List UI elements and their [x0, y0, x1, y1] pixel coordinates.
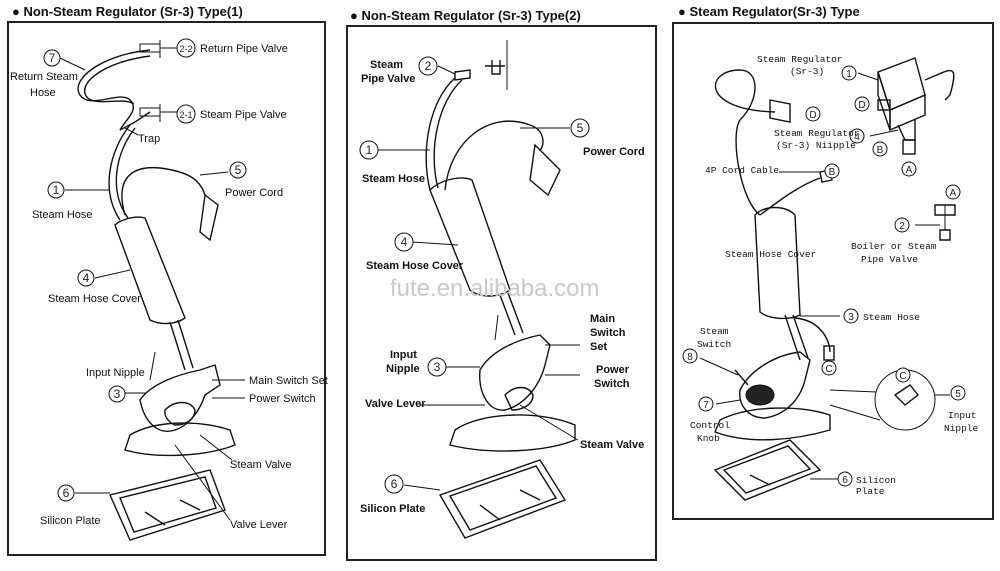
p1-label-return-pipe-valve: Return Pipe Valve — [200, 43, 288, 55]
p1-label-valve-lever: Valve Lever — [230, 519, 288, 531]
p1-label-return-steam-hose-2: Hose — [30, 87, 56, 99]
p2-callout-4: 4 — [401, 235, 408, 249]
p1-label-steam-hose: Steam Hose — [32, 209, 93, 221]
p2-label-silicon-plate: Silicon Plate — [360, 503, 425, 515]
p1-label-steam-valve: Steam Valve — [230, 459, 292, 471]
p3-label-boiler-valve-2: Pipe Valve — [861, 254, 918, 265]
p1-callout-7: 7 — [49, 51, 56, 65]
p3-label-steam-switch: Steam — [700, 326, 729, 337]
panel-1-title: ● Non-Steam Regulator (Sr-3) Type(1) — [12, 4, 243, 19]
p3-letter-a-valve: A — [950, 188, 957, 199]
panel-2-drawing: 2 5 1 4 3 6 Steam Pipe Valve Power Cord … — [359, 40, 645, 539]
p1-callout-2-2: 2-2 — [179, 44, 192, 54]
panel-2-frame — [346, 25, 657, 561]
p3-callout-2: 2 — [899, 221, 905, 232]
panel-1-drawing: 7 2-2 2-1 5 1 4 3 6 Return Pipe Valve Re… — [10, 38, 328, 541]
p2-label-main-switch-set-3: Set — [590, 341, 607, 353]
p3-callout-7: 7 — [703, 400, 709, 411]
panel-3-drawing: 1 4 2 3 8 7 5 6 D D B A B A C C Steam Re… — [682, 54, 979, 501]
p1-label-trap: Trap — [138, 133, 160, 145]
p2-callout-2: 2 — [425, 59, 432, 73]
p1-label-steam-hose-cover: Steam Hose Cover — [48, 293, 141, 305]
p3-letter-d-cable: D — [809, 110, 816, 121]
p2-label-input-nipple-2: Nipple — [386, 363, 420, 375]
p3-callout-1: 1 — [846, 69, 852, 80]
p1-callout-6: 6 — [63, 486, 70, 500]
p3-letter-a-nipple: A — [906, 165, 913, 176]
p3-callout-3: 3 — [848, 312, 854, 323]
p2-label-input-nipple: Input — [390, 349, 417, 361]
p3-label-steam-regulator-2: (Sr-3) — [790, 66, 824, 77]
p3-label-steam-regulator: Steam Regulator — [757, 54, 843, 65]
p3-label-steam-regulator-nipple: Steam Regulator — [774, 128, 860, 139]
p2-label-steam-valve: Steam Valve — [580, 439, 644, 451]
p2-label-power-switch-2: Switch — [594, 378, 630, 390]
p3-label-steam-hose: Steam Hose — [863, 312, 920, 323]
p1-callout-1: 1 — [53, 183, 60, 197]
p3-label-silicon-plate: Silicon — [856, 475, 896, 486]
panel-3-frame — [672, 22, 994, 520]
p2-label-power-switch: Power — [596, 364, 630, 376]
p1-label-silicon-plate: Silicon Plate — [40, 515, 101, 527]
p3-callout-4: 4 — [854, 132, 860, 143]
p1-label-power-switch: Power Switch — [249, 393, 316, 405]
p2-callout-6: 6 — [391, 477, 398, 491]
p1-label-input-nipple: Input Nipple — [86, 367, 145, 379]
p1-label-power-cord: Power Cord — [225, 187, 283, 199]
panel-2-title: ● Non-Steam Regulator (Sr-3) Type(2) — [350, 8, 581, 23]
p3-callout-8: 8 — [687, 352, 693, 363]
p2-label-steam-pipe-valve-2: Pipe Valve — [361, 73, 415, 85]
p3-letter-c-detail: C — [899, 371, 906, 382]
p1-label-steam-pipe-valve: Steam Pipe Valve — [200, 109, 287, 121]
p3-label-steam-switch-2: Switch — [697, 339, 731, 350]
p3-label-input-nipple: Input — [948, 410, 977, 421]
p2-label-main-switch-set: Main — [590, 313, 615, 325]
p3-letter-c-hose: C — [825, 364, 832, 375]
p3-callout-6: 6 — [842, 475, 848, 486]
p2-label-power-cord: Power Cord — [583, 146, 645, 158]
p3-label-control-knob-2: Knob — [697, 433, 720, 444]
p3-letter-b-nipple: B — [877, 145, 884, 156]
p1-callout-5: 5 — [235, 163, 242, 177]
p3-label-steam-hose-cover: Steam Hose Cover — [725, 249, 816, 260]
p3-label-steam-regulator-nipple-2: (Sr-3) Niipple — [776, 140, 856, 151]
p1-callout-4: 4 — [83, 271, 90, 285]
p3-letter-b-cable: B — [829, 167, 836, 178]
p2-callout-3: 3 — [434, 360, 441, 374]
panel-1-frame — [7, 21, 326, 556]
p3-label-input-nipple-2: Nipple — [944, 423, 979, 434]
p2-label-steam-pipe-valve: Steam — [370, 59, 403, 71]
p2-callout-1: 1 — [366, 143, 373, 157]
p3-callout-5: 5 — [955, 389, 961, 400]
p1-callout-3: 3 — [114, 387, 121, 401]
p2-label-steam-hose-cover: Steam Hose Cover — [366, 260, 464, 272]
panel-3-title: ● Steam Regulator(Sr-3) Type — [678, 4, 860, 19]
p2-label-steam-hose: Steam Hose — [362, 173, 425, 185]
p1-callout-2-1: 2-1 — [179, 110, 192, 120]
p3-label-control-knob: Control — [690, 420, 730, 431]
p2-label-valve-lever: Valve Lever — [365, 398, 426, 410]
p2-callout-5: 5 — [577, 121, 584, 135]
watermark: fute.en.alibaba.com — [390, 275, 599, 302]
p3-letter-d-regulator: D — [858, 100, 865, 111]
p3-label-silicon-plate-2: Plate — [856, 486, 885, 497]
p3-label-boiler-valve: Boiler or Steam — [851, 241, 937, 252]
p3-label-4p-cord-cable: 4P Cord Cable — [705, 165, 779, 176]
p1-label-main-switch-set: Main Switch Set — [249, 375, 328, 387]
p1-label-return-steam-hose: Return Steam — [10, 71, 78, 83]
p2-label-main-switch-set-2: Switch — [590, 327, 626, 339]
